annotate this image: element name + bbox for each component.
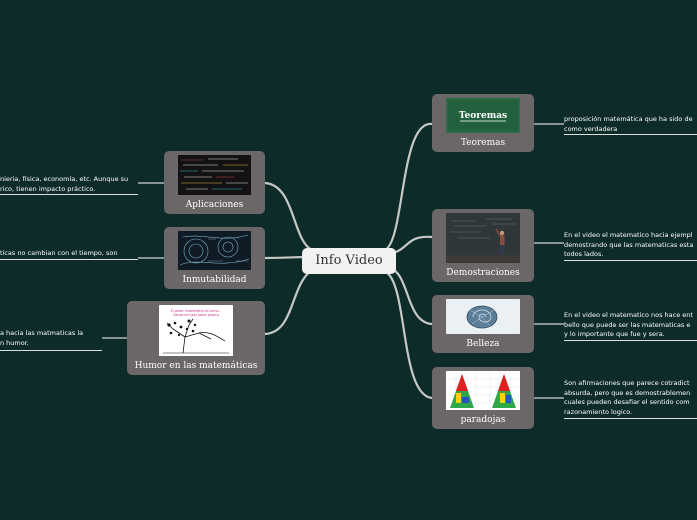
node-inmutabilidad[interactable]: Inmutabilidad: [164, 227, 265, 289]
connector-teoremas: [383, 122, 434, 252]
chalkboard-image: Teoremas: [446, 98, 520, 133]
node-teoremas[interactable]: Teoremas Teoremas: [432, 94, 534, 152]
note-paradojas: Son afirmaciones que parece cotradict ab…: [564, 379, 691, 416]
nautilus-shell-image: [446, 299, 520, 334]
cartoon-caption-1: El poder matemático es como...: [171, 309, 222, 313]
note-inmutabilidad: ticas no cambian con el tiempo, son: [0, 249, 118, 257]
node-paradojas[interactable]: paradojas: [432, 367, 534, 429]
connector-aplicaciones: [263, 181, 314, 252]
chalkboard-text: Teoremas: [459, 111, 507, 121]
node-label-belleza: Belleza: [466, 339, 500, 349]
note-demostraciones: En el video el matematico hacia ejempl d…: [564, 231, 694, 258]
note-underline-inmutabilidad: [0, 259, 138, 260]
center-topic[interactable]: Info Video: [302, 248, 396, 274]
tree-cartoon-image: El poder matemático es como... Dibujo de…: [159, 305, 233, 356]
node-humor[interactable]: El poder matemático es como... Dibujo de…: [127, 301, 265, 375]
node-belleza[interactable]: Belleza: [432, 295, 534, 353]
cartoon-caption-2: Dibujo de tizas sobre pizarra: [173, 313, 219, 317]
math-swirl-image: [178, 231, 251, 270]
triangle-paradox-image: [446, 371, 520, 410]
note-underline-aplicaciones: [0, 194, 138, 195]
node-demostraciones[interactable]: Demostraciones: [432, 209, 534, 282]
equations-board-image: [178, 155, 251, 195]
triangle-right-icon: [492, 374, 516, 408]
note-underline-humor: [0, 350, 102, 351]
node-label-teoremas: Teoremas: [460, 138, 506, 148]
nautilus-icon: [466, 305, 498, 329]
note-belleza: En el video el matematico nos hace ent b…: [564, 311, 693, 338]
note-underline-paradojas: [564, 418, 697, 419]
note-underline-belleza: [564, 340, 697, 341]
node-label-inmutabilidad: Inmutabilidad: [182, 275, 247, 285]
connector-humor: [263, 268, 314, 336]
note-teoremas: proposición matemática que ha sido de co…: [564, 115, 693, 133]
node-label-paradojas: paradojas: [460, 415, 506, 425]
node-aplicaciones[interactable]: Aplicaciones: [164, 151, 265, 214]
note-aplicaciones: nieria, física, economía, etc. Aunque su…: [0, 175, 129, 193]
node-label-aplicaciones: Aplicaciones: [185, 200, 244, 210]
man-figure-icon: [495, 228, 505, 254]
note-underline-demostraciones: [564, 260, 697, 261]
node-label-demostraciones: Demostraciones: [446, 268, 520, 278]
note-underline-teoremas: [564, 134, 697, 135]
connector-belleza: [387, 266, 434, 326]
chalkboard-man-image: [446, 213, 520, 263]
connector-paradojas: [384, 270, 434, 400]
tree-icon: [166, 318, 226, 354]
note-humor: a hacia las matmaticas la n humor.: [0, 329, 84, 347]
triangle-left-icon: [450, 374, 474, 408]
node-label-humor: Humor en las matemáticas: [134, 361, 258, 371]
